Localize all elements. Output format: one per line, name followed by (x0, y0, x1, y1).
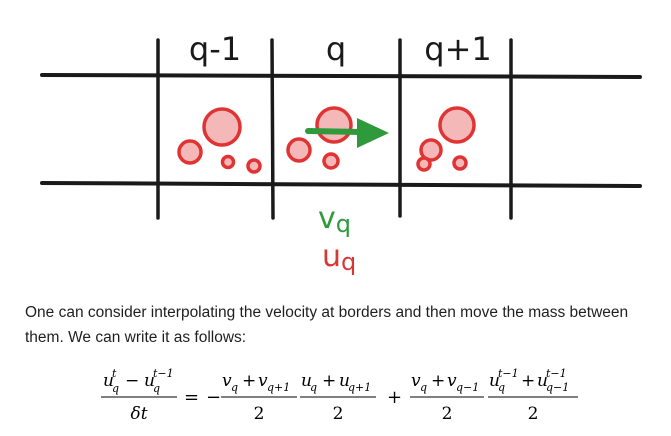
svg-text:+: + (242, 371, 256, 391)
plus-sign: + (387, 387, 402, 408)
svg-text:2: 2 (333, 404, 344, 424)
bubble (454, 157, 466, 169)
svg-text:2: 2 (254, 404, 265, 424)
bubble (288, 139, 310, 161)
svg-text:t−1: t−1 (153, 367, 174, 380)
svg-text:q: q (420, 381, 427, 394)
svg-text:2: 2 (528, 404, 539, 424)
cell-label-q-plus-1: q+1 (424, 30, 491, 68)
equals-sign: = (184, 387, 199, 408)
svg-text:t−1: t−1 (498, 367, 519, 380)
grid-diagram: q-1 q q+1 vq uq (0, 0, 671, 290)
bubble (324, 154, 338, 168)
bubble (248, 160, 260, 172)
equation: u t q − u t−1 q δt = − v q + v q+1 2 u q… (0, 360, 671, 436)
bubbles-cell-q (288, 108, 351, 168)
neg-sign: − (206, 387, 221, 408)
grid-line-top (42, 75, 640, 77)
bubble (223, 157, 234, 168)
bubble (317, 108, 351, 142)
bubble (440, 108, 474, 142)
cell-label-q-minus-1: q-1 (189, 30, 241, 68)
svg-text:t−1: t−1 (546, 367, 567, 380)
bubbles-cell-q-plus-1 (418, 108, 474, 170)
lhs-fraction: u t q − u t−1 q δt (101, 367, 177, 424)
fraction-2: u q + u q+1 2 (300, 371, 376, 424)
svg-text:q: q (310, 381, 317, 394)
cell-label-q: q (326, 30, 346, 68)
svg-text:q−1: q−1 (546, 381, 569, 394)
bubbles-cell-q-minus-1 (179, 109, 260, 172)
svg-text:q: q (153, 382, 160, 395)
svg-text:−: − (125, 371, 139, 391)
svg-text:2: 2 (442, 404, 453, 424)
explanation-paragraph: One can consider interpolating the veloc… (25, 300, 660, 350)
fraction-1: v q + v q+1 2 (221, 371, 297, 424)
velocity-label: vq (318, 201, 351, 238)
svg-text:δt: δt (130, 404, 147, 424)
grid-line-v2 (272, 40, 273, 218)
svg-text:q: q (231, 381, 238, 394)
svg-text:+: + (521, 371, 535, 391)
svg-text:t: t (112, 367, 117, 380)
fraction-3: v q + v q−1 2 (410, 371, 484, 424)
bubble (179, 141, 201, 163)
fraction-4: u t−1 q + u t−1 q−1 2 (488, 367, 578, 424)
svg-text:q+1: q+1 (267, 381, 290, 394)
mass-label: uq (322, 239, 356, 276)
svg-text:q: q (112, 382, 119, 395)
svg-text:q: q (498, 381, 505, 394)
svg-text:q−1: q−1 (456, 381, 479, 394)
svg-text:+: + (322, 371, 336, 391)
svg-text:q+1: q+1 (348, 381, 371, 394)
bubble (204, 109, 240, 145)
bubble (418, 158, 430, 170)
grid-line-bottom (42, 183, 640, 186)
svg-text:+: + (431, 371, 445, 391)
